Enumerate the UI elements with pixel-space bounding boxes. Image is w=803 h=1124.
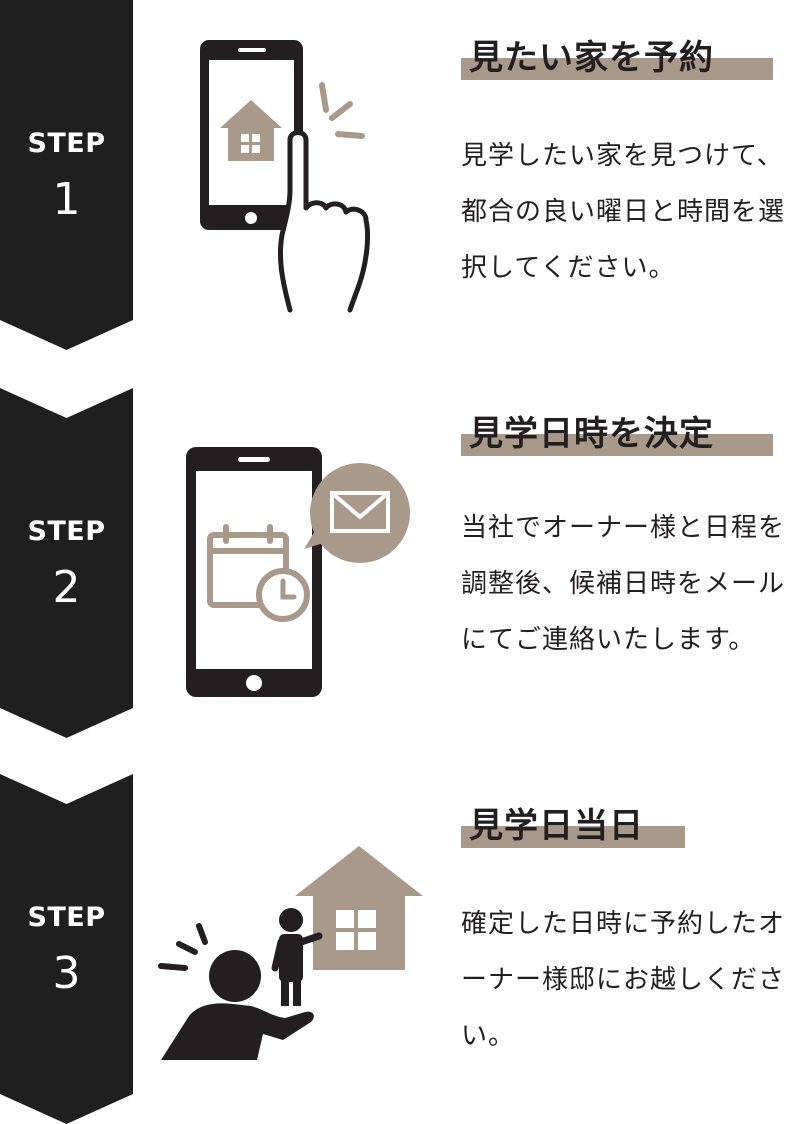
phone-house-tap-icon [190,30,410,324]
step-1-banner: STEP 1 [0,0,133,350]
step-3-title-block: 見学日当日 [461,804,685,848]
step-2-number: 2 [52,562,81,613]
step-1-number: 1 [52,174,81,225]
step-2: STEP 2 見学日時を決定 当社でオーナー様と日程を調整後、候 [0,388,803,748]
visit-owner-house-icon [155,844,435,1068]
step-3-banner: STEP 3 [0,774,133,1124]
step-1-title-block: 見たい家を予約 [461,36,773,80]
step-3-title: 見学日当日 [469,806,644,846]
step-3-number: 3 [52,948,81,999]
step-3-label: STEP [27,902,106,933]
step-1: STEP 1 見たい家を予約 見学したい家を見つけて、都合の良い [0,0,803,360]
step-2-description: 当社でオーナー様と日程を調整後、候補日時をメールにてご連絡いたします。 [461,513,786,655]
step-2-title: 見学日時を決定 [469,414,714,454]
step-1-label: STEP [27,128,106,159]
step-2-label: STEP [27,516,106,547]
step-3-description: 確定した日時に予約したオーナー様邸にお越しください。 [461,909,786,1051]
step-2-banner: STEP 2 [0,388,133,738]
step-2-title-block: 見学日時を決定 [461,412,773,456]
phone-calendar-mail-icon [180,443,420,707]
step-3: STEP 3 見学日当日 [0,774,803,1124]
step-1-title: 見たい家を予約 [469,38,714,78]
step-1-description: 見学したい家を見つけて、都合の良い曜日と時間を選択してください。 [461,141,786,283]
